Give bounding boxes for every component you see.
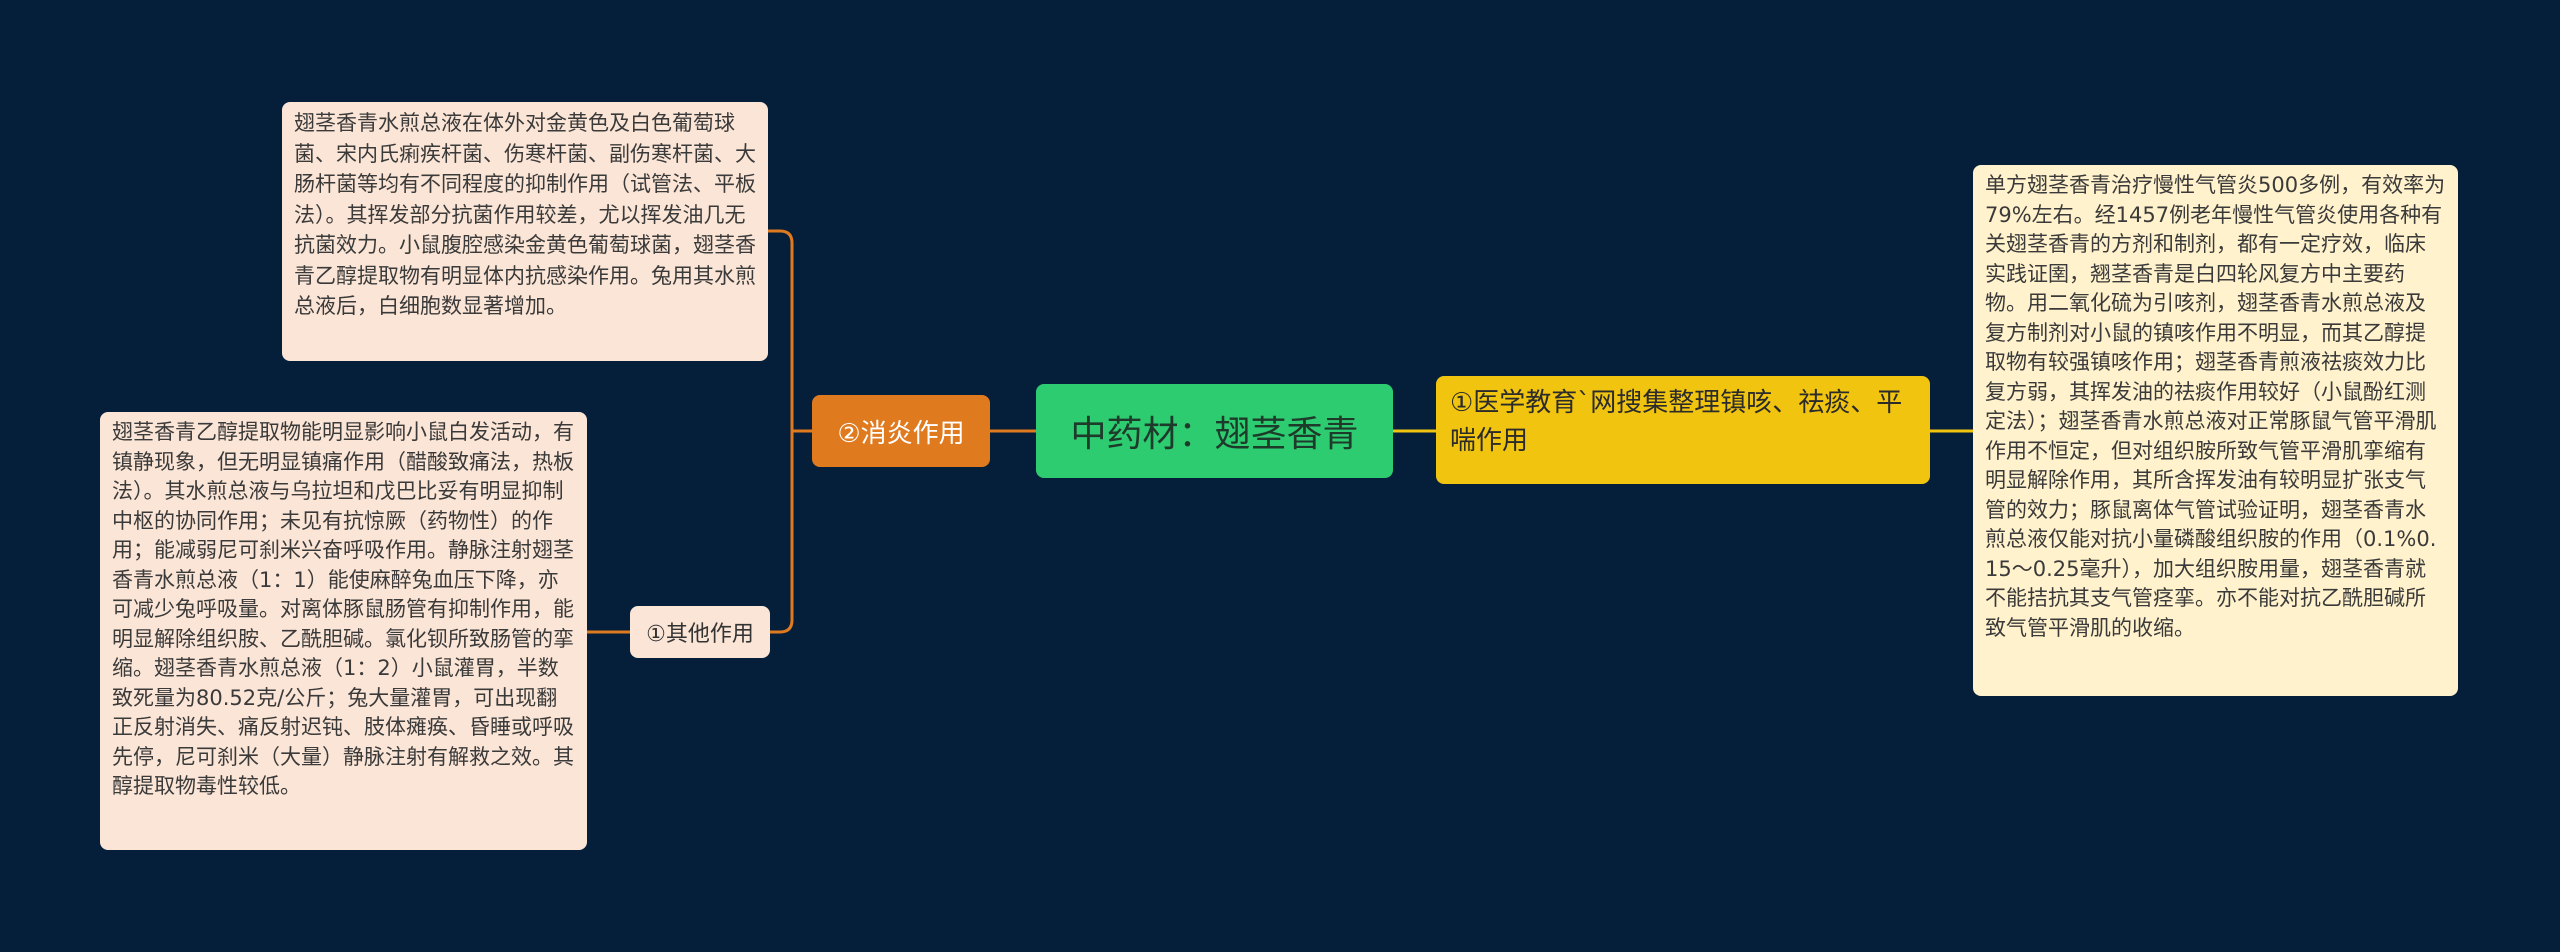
leaf-anti-inflammatory-text: 翅茎香青水煎总液在体外对金黄色及白色葡萄球菌、宋内氏痢疾杆菌、伤寒杆菌、副伤寒杆… (294, 111, 756, 318)
branch-anti-inflammatory-label: ②消炎作用 (837, 418, 965, 449)
leaf-other-effects-text: 翅茎香青乙醇提取物能明显影响小鼠白发活动，有镇静现象，但无明显镇痛作用（醋酸致痛… (112, 420, 574, 798)
connector-anti-inflammatory-to-leaf (768, 229, 812, 433)
root-topic-label: 中药材：翅茎香青 (1070, 414, 1359, 455)
leaf-antitussive-text: 单方翅茎香青治疗慢性气管炎500多例，有效率为79%左右。经1457例老年慢性气… (1985, 173, 2446, 640)
branch-antitussive-label: ①医学教育`网搜集整理镇咳、祛痰、平喘作用 (1450, 388, 1903, 456)
branch-other-effects-label: ①其他作用 (646, 622, 754, 647)
leaf-antitussive-detail[interactable]: 单方翅茎香青治疗慢性气管炎500多例，有效率为79%左右。经1457例老年慢性气… (1973, 165, 2458, 696)
branch-antitussive[interactable]: ①医学教育`网搜集整理镇咳、祛痰、平喘作用 (1436, 376, 1930, 484)
branch-anti-inflammatory[interactable]: ②消炎作用 (812, 395, 990, 467)
branch-other-effects[interactable]: ①其他作用 (630, 606, 770, 658)
root-topic[interactable]: 中药材：翅茎香青 (1036, 384, 1393, 478)
leaf-other-effects-detail[interactable]: 翅茎香青乙醇提取物能明显影响小鼠白发活动，有镇静现象，但无明显镇痛作用（醋酸致痛… (100, 412, 587, 850)
leaf-anti-inflammatory-detail[interactable]: 翅茎香青水煎总液在体外对金黄色及白色葡萄球菌、宋内氏痢疾杆菌、伤寒杆菌、副伤寒杆… (282, 102, 768, 361)
connector-anti-inflammatory-to-other (760, 431, 794, 634)
